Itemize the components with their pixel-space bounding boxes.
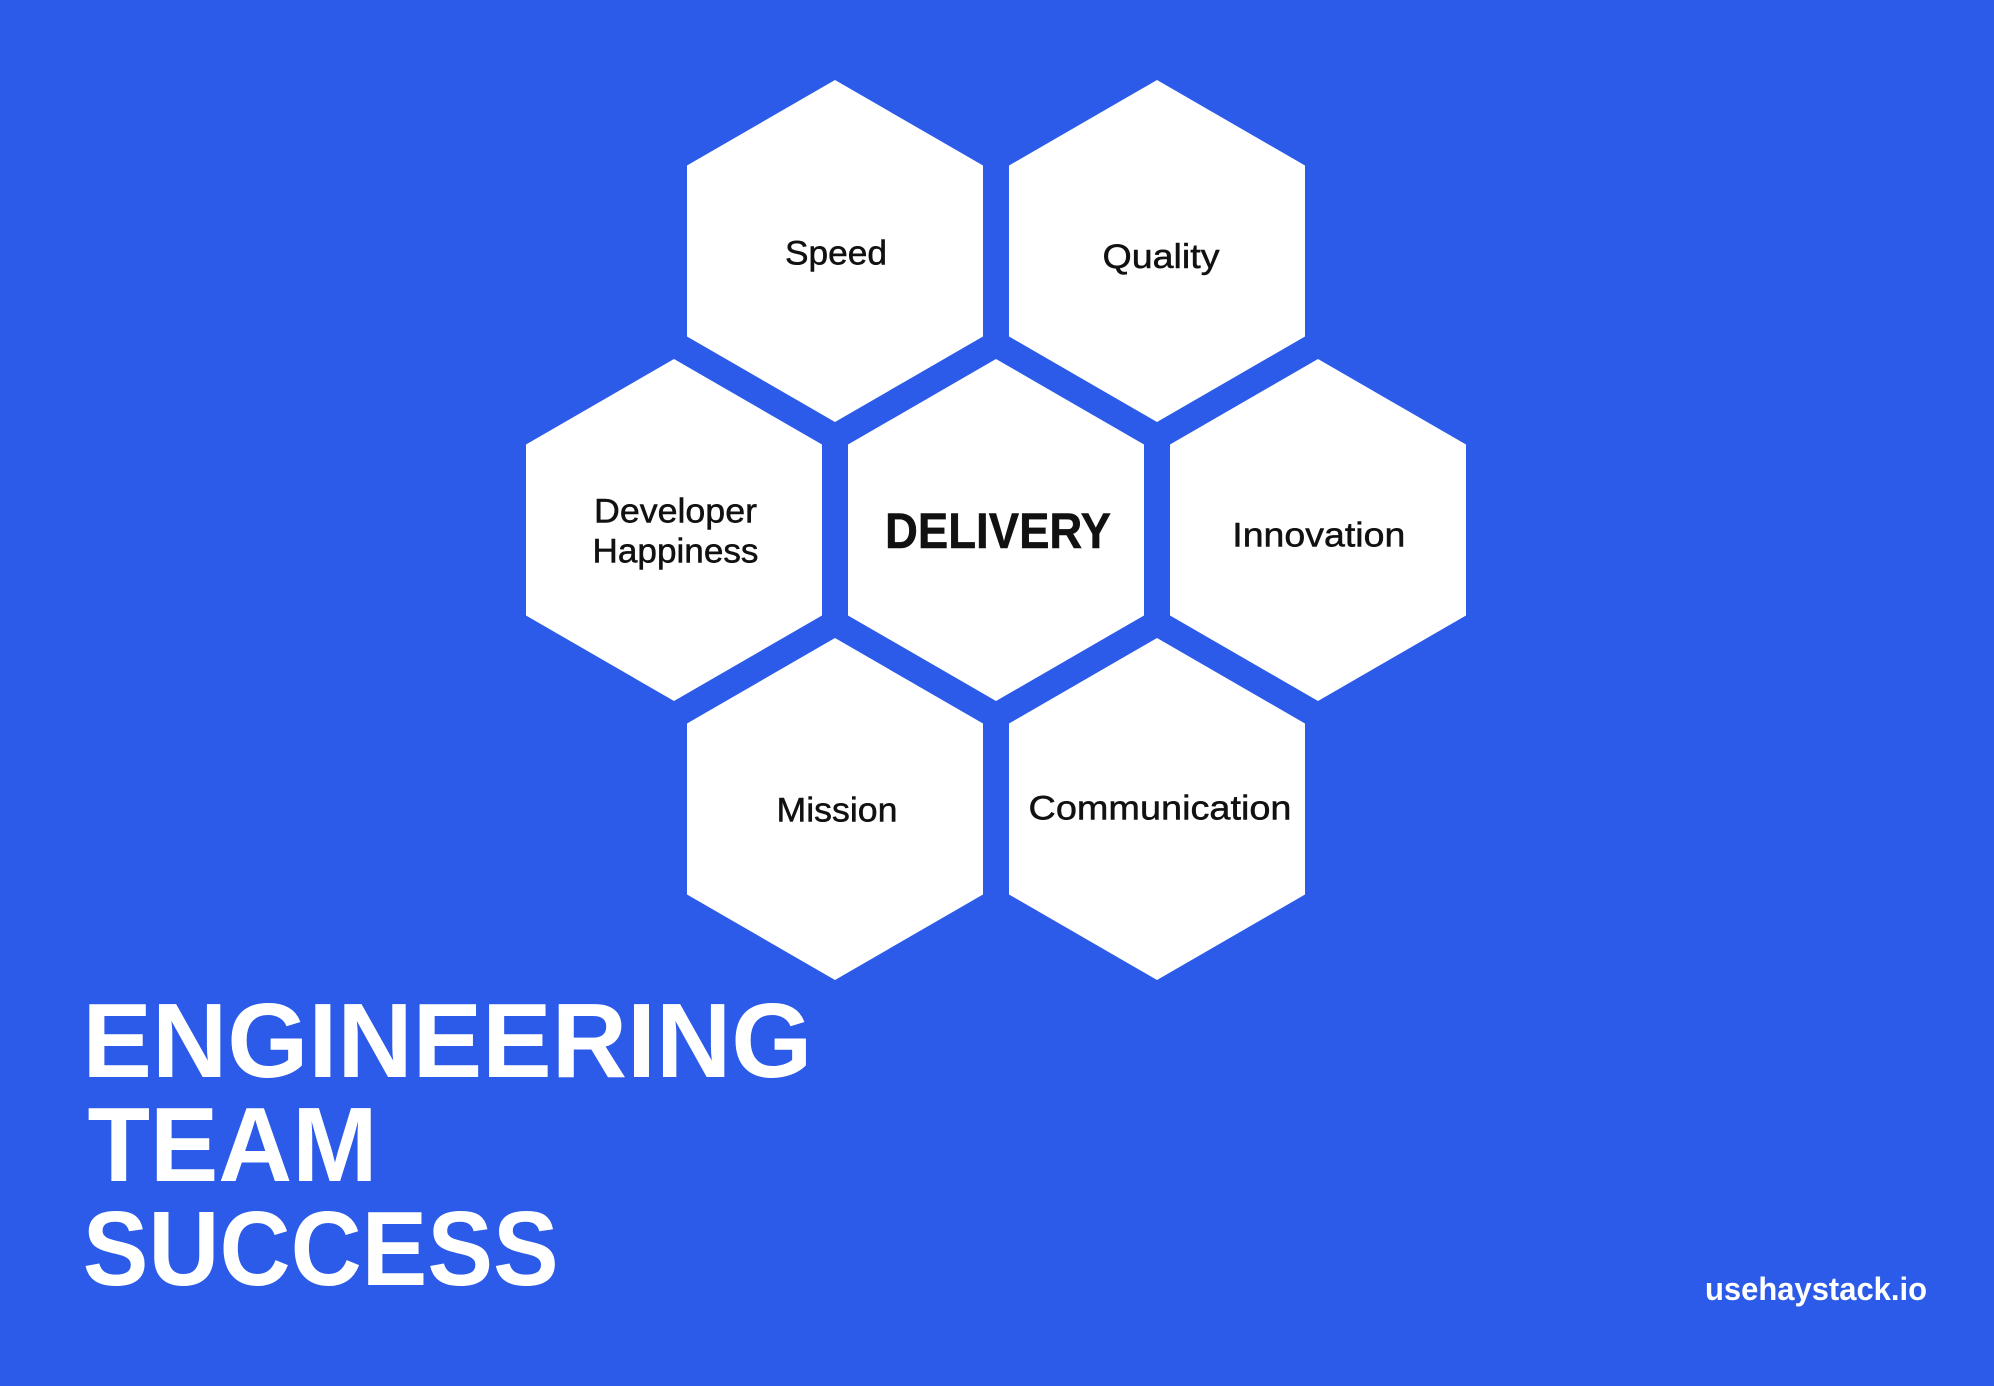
- svg-text:Mission: Mission: [777, 792, 898, 830]
- svg-text:SUCCESS: SUCCESS: [83, 1190, 559, 1308]
- svg-text:Innovation: Innovation: [1232, 517, 1405, 555]
- svg-text:Speed: Speed: [785, 235, 887, 273]
- svg-text:Happiness: Happiness: [593, 533, 759, 571]
- svg-text:usehaystack.io: usehaystack.io: [1705, 1271, 1927, 1307]
- svg-text:TEAM: TEAM: [88, 1086, 378, 1204]
- svg-text:Communication: Communication: [1029, 790, 1292, 828]
- svg-text:DELIVERY: DELIVERY: [885, 503, 1111, 559]
- svg-text:Developer: Developer: [594, 493, 757, 531]
- svg-text:Quality: Quality: [1103, 238, 1220, 276]
- svg-text:ENGINEERING: ENGINEERING: [82, 982, 812, 1100]
